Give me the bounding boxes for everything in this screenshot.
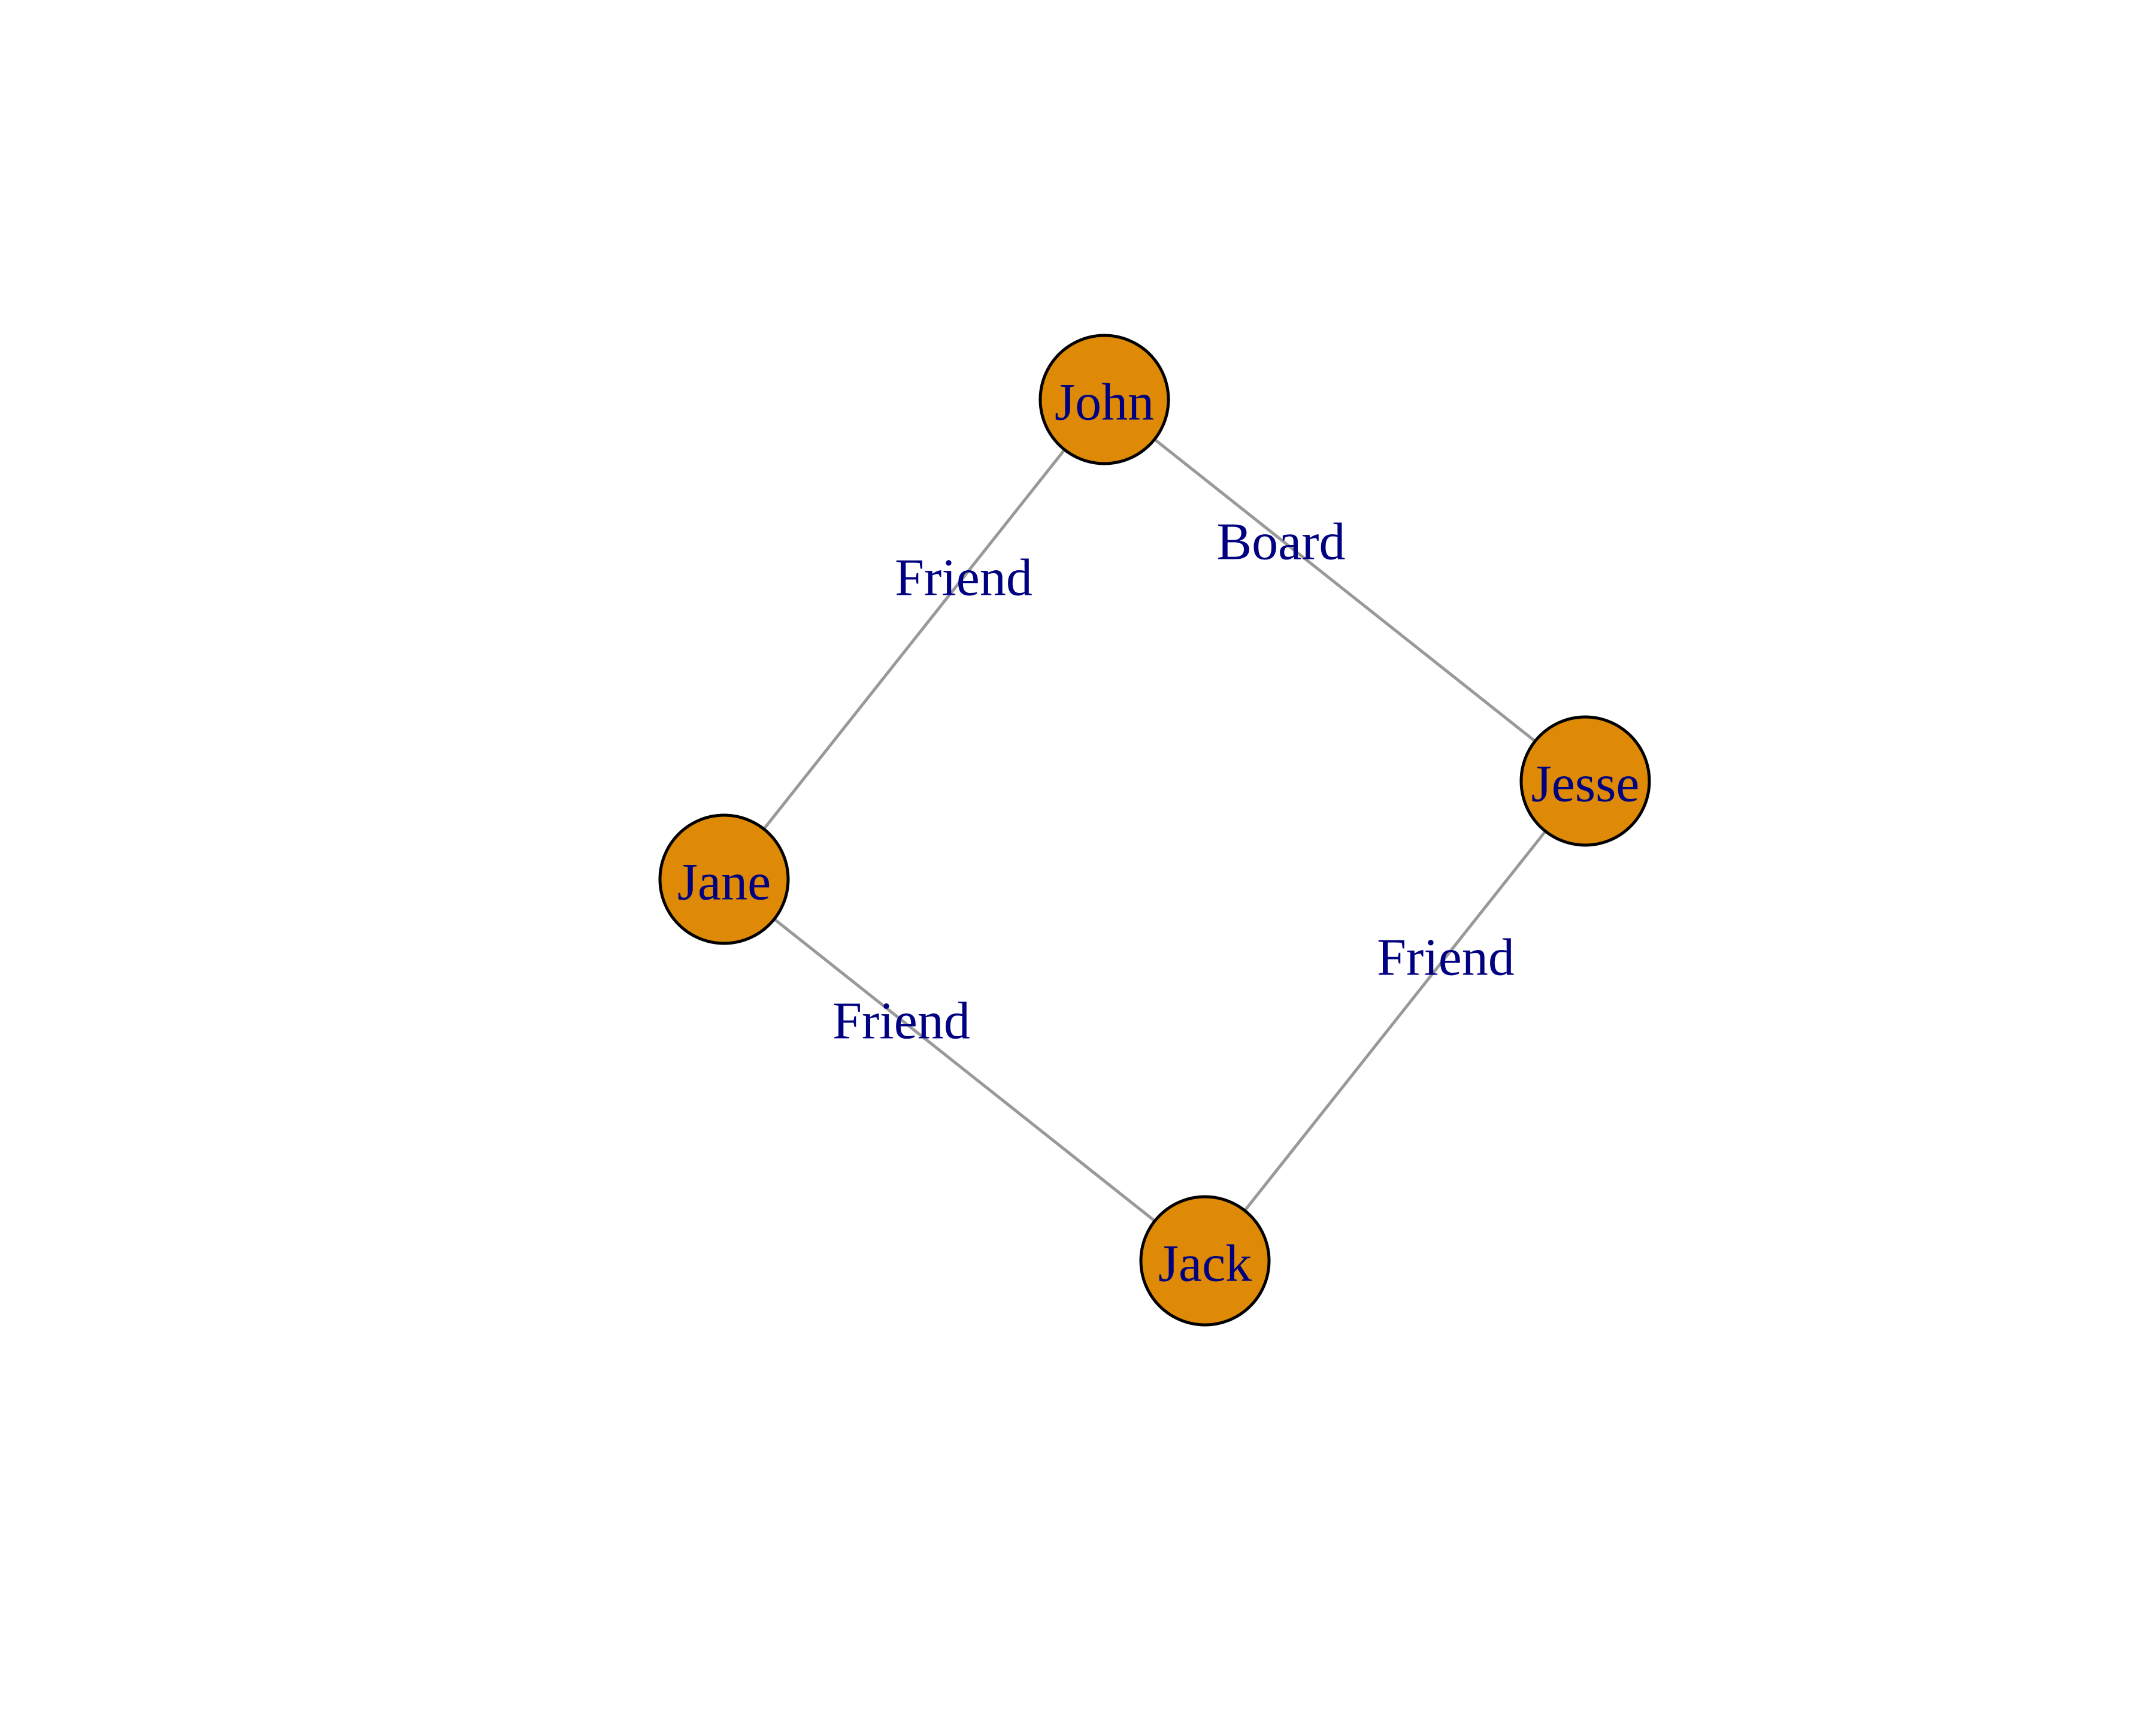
edge-jesse-jack bbox=[1204, 780, 1586, 1262]
node-jesse: Jesse bbox=[1519, 715, 1651, 847]
node-circle bbox=[658, 813, 790, 945]
node-john: John bbox=[1038, 334, 1170, 465]
node-jack: Jack bbox=[1139, 1195, 1271, 1327]
node-label: John bbox=[1055, 374, 1154, 432]
edge-label-john-jesse: Board bbox=[1216, 513, 1345, 571]
edge-john-jane bbox=[723, 398, 1106, 880]
edge-label-jane-jack: Friend bbox=[832, 992, 970, 1051]
edge-label-john-jane: Friend bbox=[895, 549, 1032, 607]
edge-john-jesse bbox=[1103, 398, 1586, 782]
edge-labels: Friend Board Friend Friend bbox=[832, 513, 1515, 1051]
node-jane: Jane bbox=[658, 813, 790, 945]
edge-jane-jack bbox=[723, 878, 1206, 1262]
node-circle bbox=[1139, 1195, 1271, 1327]
node-circle bbox=[1038, 334, 1170, 465]
node-label: Jack bbox=[1158, 1235, 1252, 1293]
edges bbox=[723, 398, 1586, 1262]
node-label: Jane bbox=[677, 854, 771, 912]
edge-label-jesse-jack: Friend bbox=[1377, 929, 1515, 987]
node-circle bbox=[1519, 715, 1651, 847]
node-label: Jesse bbox=[1531, 755, 1640, 813]
